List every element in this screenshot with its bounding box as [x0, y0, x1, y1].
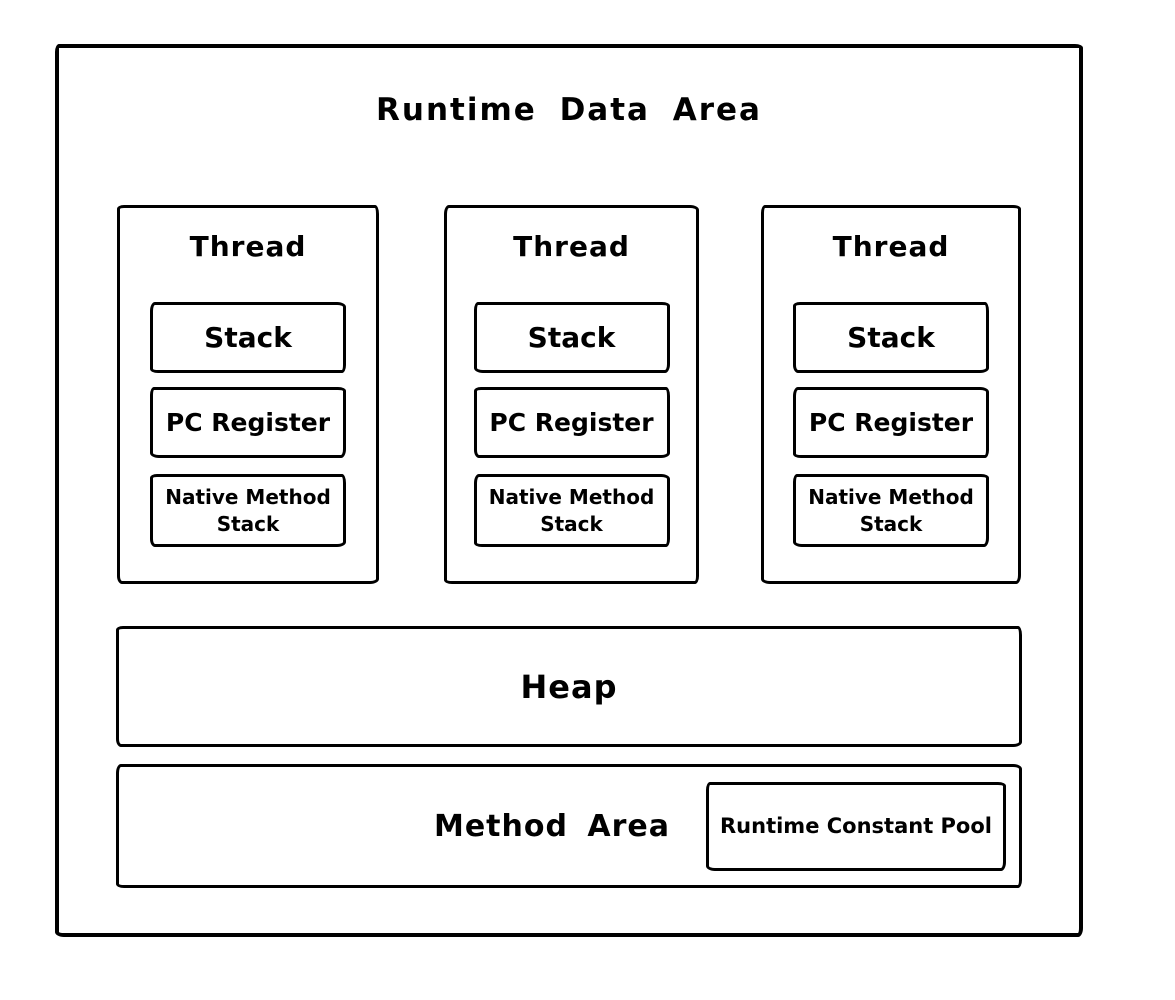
diagram-title: Runtime Data Area [376, 92, 762, 128]
thread-label: Thread [513, 230, 630, 263]
thread-label: Thread [189, 230, 307, 263]
native-method-stack-label: Native Method Stack [808, 484, 974, 536]
heap-label: Heap [520, 667, 618, 706]
thread-box-3: Thread Stack PC Register Native Method S… [761, 205, 1021, 584]
native-method-stack-label: Native Method Stack [165, 484, 331, 536]
runtime-constant-pool-label: Runtime Constant Pool [720, 814, 992, 838]
pc-register-label: PC Register [165, 408, 331, 437]
stack-label: Stack [204, 321, 292, 354]
native-method-stack-box: Native Method Stack [150, 474, 346, 547]
native-method-stack-label: Native Method Stack [488, 484, 655, 536]
method-area-label: Method Area [433, 808, 670, 844]
native-method-stack-box: Native Method Stack [793, 474, 989, 547]
thread-box-2: Thread Stack PC Register Native Method S… [444, 205, 699, 584]
pc-register-box: PC Register [793, 387, 989, 458]
stack-box: Stack [793, 302, 989, 373]
heap-box: Heap [116, 626, 1022, 747]
pc-register-box: PC Register [473, 387, 670, 458]
thread-label: Thread [832, 230, 950, 263]
runtime-data-area-box: Runtime Data Area Thread Stack PC Regist… [55, 44, 1083, 937]
native-method-stack-box: Native Method Stack [473, 474, 670, 547]
pc-register-label: PC Register [808, 408, 974, 437]
stack-label: Stack [527, 321, 616, 354]
pc-register-box: PC Register [150, 387, 346, 458]
stack-box: Stack [150, 302, 346, 373]
runtime-constant-pool-box: Runtime Constant Pool [706, 781, 1006, 871]
method-area-box: Method Area Runtime Constant Pool [116, 764, 1022, 888]
stack-label: Stack [847, 321, 935, 354]
pc-register-label: PC Register [489, 408, 654, 437]
thread-box-1: Thread Stack PC Register Native Method S… [117, 205, 379, 584]
stack-box: Stack [473, 302, 670, 373]
